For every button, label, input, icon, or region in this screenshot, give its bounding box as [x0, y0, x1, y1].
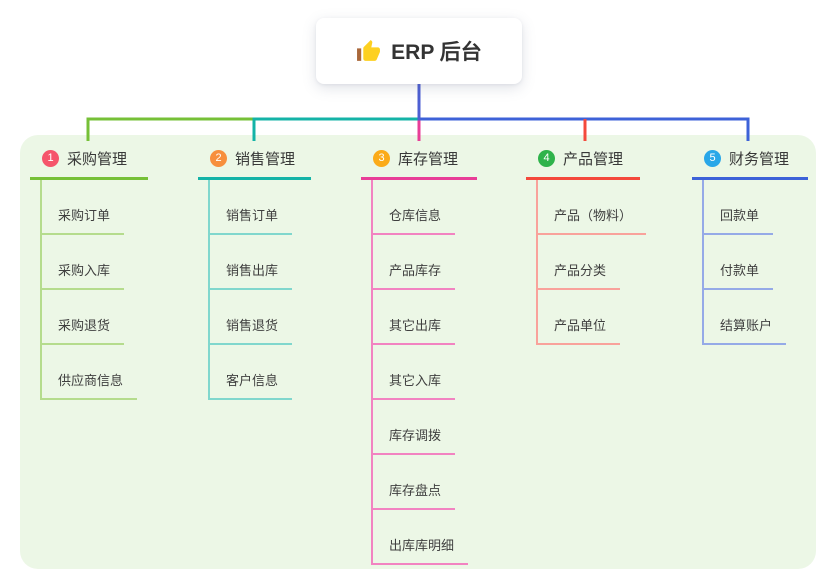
root-node[interactable]: ERP 后台 [316, 18, 522, 84]
child-node[interactable]: 销售出库 [210, 235, 293, 290]
child-node[interactable]: 结算账户 [704, 290, 787, 345]
branch-header-product[interactable]: 4 产品管理 [526, 146, 640, 180]
child-node[interactable]: 库存调拨 [373, 400, 456, 455]
child-node-label: 仓库信息 [389, 208, 442, 223]
child-node[interactable]: 采购订单 [42, 180, 125, 235]
child-node-label: 结算账户 [720, 318, 773, 333]
child-node[interactable]: 库存盘点 [373, 455, 456, 510]
branch-number-badge: 4 [538, 149, 555, 167]
child-node-label: 付款单 [720, 263, 760, 278]
branch-header-inventory[interactable]: 3 库存管理 [361, 146, 477, 180]
child-node[interactable]: 采购退货 [42, 290, 125, 345]
branch-children-product: 产品（物料） 产品分类产品单位 [536, 180, 647, 345]
child-node[interactable]: 产品单位 [538, 290, 621, 345]
child-node[interactable]: 供应商信息 [42, 345, 138, 400]
branch-number-badge: 2 [210, 149, 227, 167]
child-node-label: 客户信息 [226, 373, 279, 388]
branch-finance: 5 财务管理回款单付款单结算账户 [692, 146, 808, 345]
thumbs-up-icon [356, 39, 381, 64]
branch-label: 库存管理 [398, 150, 459, 168]
branch-label: 采购管理 [67, 150, 128, 168]
child-node[interactable]: 仓库信息 [373, 180, 456, 235]
child-node[interactable]: 出库库明细 [373, 510, 469, 565]
child-node[interactable]: 销售订单 [210, 180, 293, 235]
child-node-label: 其它出库 [389, 318, 442, 333]
branch-header-purchase[interactable]: 1 采购管理 [30, 146, 148, 180]
child-node-label: 库存盘点 [389, 483, 442, 498]
child-node-label: 出库库明细 [389, 538, 455, 553]
branch-purchase: 1 采购管理采购订单采购入库采购退货供应商信息 [30, 146, 148, 400]
child-node[interactable]: 付款单 [704, 235, 774, 290]
branch-children-sales: 销售订单销售出库销售退货客户信息 [208, 180, 311, 400]
child-node[interactable]: 销售退货 [210, 290, 293, 345]
branch-children-inventory: 仓库信息产品库存其它出库其它入库库存调拨库存盘点出库库明细 [371, 180, 477, 565]
child-node-label: 销售出库 [226, 263, 279, 278]
child-node[interactable]: 产品分类 [538, 235, 621, 290]
background-panel [20, 135, 816, 569]
branch-label: 财务管理 [729, 150, 790, 168]
child-node[interactable]: 其它出库 [373, 290, 456, 345]
branch-children-purchase: 采购订单采购入库采购退货供应商信息 [40, 180, 148, 400]
root-label: ERP 后台 [391, 41, 482, 64]
branch-children-finance: 回款单付款单结算账户 [702, 180, 808, 345]
branch-number-badge: 5 [704, 149, 721, 167]
child-node-label: 供应商信息 [58, 373, 124, 388]
branch-header-sales[interactable]: 2 销售管理 [198, 146, 311, 180]
child-node-label: 销售订单 [226, 208, 279, 223]
child-node-label: 回款单 [720, 208, 760, 223]
child-node-label: 产品（物料） [554, 208, 633, 223]
child-node-label: 销售退货 [226, 318, 279, 333]
child-node[interactable]: 产品（物料） [538, 180, 647, 235]
child-node[interactable]: 采购入库 [42, 235, 125, 290]
child-node[interactable]: 产品库存 [373, 235, 456, 290]
branch-header-finance[interactable]: 5 财务管理 [692, 146, 808, 180]
branch-inventory: 3 库存管理仓库信息产品库存其它出库其它入库库存调拨库存盘点出库库明细 [361, 146, 477, 565]
child-node[interactable]: 客户信息 [210, 345, 293, 400]
branch-label: 销售管理 [235, 150, 296, 168]
child-node[interactable]: 回款单 [704, 180, 774, 235]
child-node[interactable]: 其它入库 [373, 345, 456, 400]
child-node-label: 其它入库 [389, 373, 442, 388]
child-node-label: 采购退货 [58, 318, 111, 333]
branch-number-badge: 1 [42, 149, 59, 167]
child-node-label: 采购订单 [58, 208, 111, 223]
branch-label: 产品管理 [563, 150, 624, 168]
branch-product: 4 产品管理产品（物料） 产品分类产品单位 [526, 146, 647, 345]
child-node-label: 产品库存 [389, 263, 442, 278]
child-node-label: 采购入库 [58, 263, 111, 278]
branch-number-badge: 3 [373, 149, 390, 167]
child-node-label: 产品单位 [554, 318, 607, 333]
branch-sales: 2 销售管理销售订单销售出库销售退货客户信息 [198, 146, 311, 400]
child-node-label: 产品分类 [554, 263, 607, 278]
child-node-label: 库存调拨 [389, 428, 442, 443]
